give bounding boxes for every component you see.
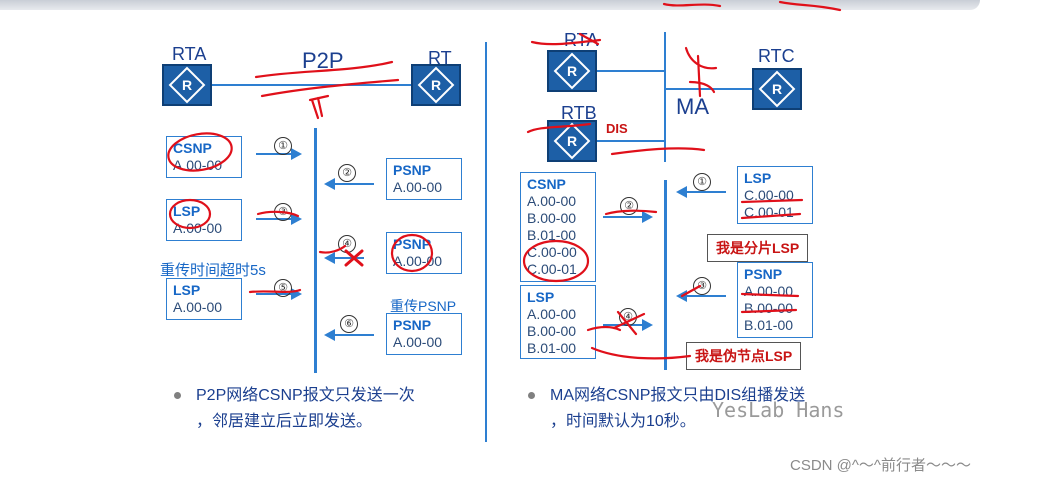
box-row: C.00-00: [744, 187, 794, 203]
right-csnp-box: CSNP A.00-00 B.00-00 B.01-00 C.00-00 C.0…: [520, 172, 596, 282]
box-title: PSNP: [393, 236, 432, 252]
dis-label: DIS: [606, 121, 628, 136]
left-timeline: [314, 128, 317, 373]
right-bullet-line-2: ，时间默认为10秒。: [550, 413, 696, 430]
box-title: LSP: [173, 203, 201, 219]
box-title: LSP: [527, 289, 555, 305]
window-top-bar: [0, 0, 980, 10]
box-title: PSNP: [393, 162, 432, 178]
step-1-right: ①: [693, 173, 711, 191]
router-label-rta-right: RTA: [564, 30, 599, 50]
box-row: A.00-00: [393, 253, 443, 269]
router-icon-rta-right: R: [547, 50, 597, 92]
router-label-rt: RT: [428, 48, 452, 68]
arrow-left-icon: [324, 177, 374, 191]
arrow-left-icon: [324, 328, 374, 342]
box-row: A.00-00: [173, 220, 223, 236]
arrow-right-icon: [256, 147, 302, 161]
box-title: LSP: [744, 170, 772, 186]
box-row: A.00-00: [527, 306, 577, 322]
box-row: A.00-00: [393, 179, 443, 195]
step-2-left: ②: [338, 164, 356, 182]
router-icon-rt: R: [411, 64, 461, 106]
box-title: CSNP: [173, 140, 212, 156]
csdn-footer: CSDN @^～^前行者～～～: [790, 457, 971, 474]
box-row: B.00-00: [744, 300, 794, 316]
section-divider: [485, 42, 487, 442]
right-lsp-box-c: LSP C.00-00 C.00-01: [737, 166, 813, 224]
rtc-bus-link: [665, 88, 752, 90]
right-lsp-box-rtb: LSP A.00-00 B.00-00 B.01-00: [520, 285, 596, 359]
step-4-right: ④: [619, 308, 637, 326]
box-row: A.00-00: [173, 157, 223, 173]
p2p-link-line: [212, 84, 411, 86]
fragment-lsp-callout: 我是分片LSP: [707, 234, 809, 262]
router-label-rta-left: RTA: [172, 44, 207, 64]
ma-bus-line: [664, 32, 666, 162]
left-psnp-box-3: PSNP A.00-00: [386, 313, 462, 355]
router-icon-rtb: R: [547, 120, 597, 162]
arrow-left-icon: [676, 185, 726, 199]
bullet-dot: [528, 392, 535, 399]
yeslab-watermark: YesLab Hans: [712, 398, 845, 422]
arrow-left-icon: [324, 251, 364, 265]
step-3-right: ③: [693, 277, 711, 295]
router-label-rtb: RTB: [561, 103, 597, 123]
box-title: PSNP: [744, 266, 783, 282]
box-title: CSNP: [527, 176, 566, 192]
box-title: LSP: [173, 282, 201, 298]
rta-bus-link: [597, 70, 665, 72]
router-icon-rta-left: R: [162, 64, 212, 106]
right-bullet-line-1: MA网络CSNP报文只由DIS组播发送: [550, 387, 806, 404]
box-row: C.00-00: [527, 244, 577, 260]
box-row: B.01-00: [744, 317, 794, 333]
step-3-left: ③: [274, 203, 292, 221]
box-row: A.00-00: [744, 283, 794, 299]
box-row: B.00-00: [527, 210, 577, 226]
rtb-bus-link: [597, 140, 665, 142]
box-row: A.00-00: [527, 193, 577, 209]
pseudonode-lsp-callout: 我是伪节点LSP: [686, 342, 802, 370]
box-row: B.00-00: [527, 323, 577, 339]
right-psnp-box: PSNP A.00-00 B.00-00 B.01-00: [737, 262, 813, 338]
step-1-left: ①: [274, 137, 292, 155]
box-row: A.00-00: [393, 334, 443, 350]
p2p-link-label: P2P: [302, 48, 344, 73]
step-5-left: ⑤: [274, 279, 292, 297]
arrow-right-icon: [256, 287, 302, 301]
left-lsp-box-2: LSP A.00-00: [166, 278, 242, 320]
left-psnp-box-2: PSNP A.00-00: [386, 232, 462, 274]
ma-label: MA: [676, 94, 709, 119]
step-4-left: ④: [338, 235, 356, 253]
left-bullet-line-2: ，邻居建立后立即发送。: [196, 413, 373, 430]
box-row: B.01-00: [527, 227, 577, 243]
step-6-left: ⑥: [340, 315, 358, 333]
right-bullet: MA网络CSNP报文只由DIS组播发送 ，时间默认为10秒。: [528, 383, 806, 435]
resend-psnp-note: 重传PSNP: [390, 298, 457, 314]
arrow-right-icon: [256, 212, 302, 226]
left-lsp-box-1: LSP A.00-00: [166, 199, 242, 241]
box-row: C.00-01: [744, 204, 794, 220]
left-bullet-line-1: P2P网络CSNP报文只发送一次: [196, 387, 415, 404]
router-icon-rtc: R: [752, 68, 802, 110]
right-timeline: [664, 180, 667, 370]
step-2-right: ②: [620, 197, 638, 215]
box-row: B.01-00: [527, 340, 577, 356]
timeout-note: 重传时间超时5s: [160, 262, 266, 279]
router-label-rtc: RTC: [758, 46, 795, 66]
box-row: C.00-01: [527, 261, 577, 277]
left-psnp-box-1: PSNP A.00-00: [386, 158, 462, 200]
bullet-dot: [174, 392, 181, 399]
box-row: A.00-00: [173, 299, 223, 315]
box-title: PSNP: [393, 317, 432, 333]
left-bullet: P2P网络CSNP报文只发送一次 ，邻居建立后立即发送。: [174, 383, 415, 435]
arrow-right-icon: [603, 210, 653, 224]
left-csnp-box: CSNP A.00-00: [166, 136, 242, 178]
